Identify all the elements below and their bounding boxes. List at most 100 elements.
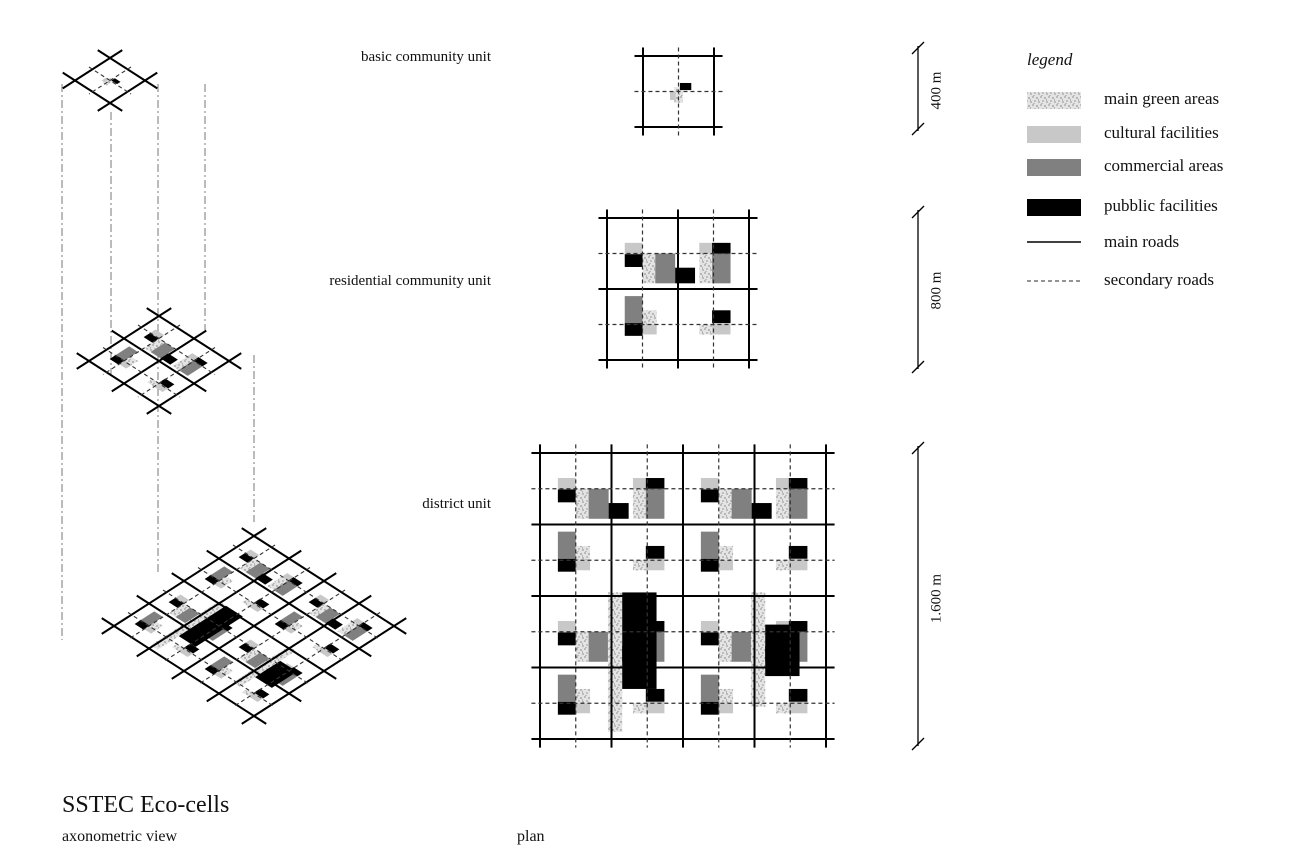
axo-commercial bbox=[115, 346, 138, 361]
axo-cultural bbox=[214, 671, 226, 679]
plan-green bbox=[699, 253, 713, 284]
plan-green bbox=[575, 488, 589, 519]
axo-cultural bbox=[314, 594, 330, 604]
axo-cultural bbox=[214, 581, 226, 589]
main-road bbox=[62, 49, 123, 90]
scale-tick bbox=[911, 41, 925, 55]
plan-public bbox=[700, 632, 719, 646]
axo-public bbox=[238, 553, 254, 563]
axo-green bbox=[144, 338, 166, 352]
secondary-road bbox=[232, 544, 381, 640]
axo-public bbox=[204, 574, 220, 585]
secondary-road bbox=[137, 324, 216, 375]
axo-district-unit bbox=[101, 527, 407, 725]
plan-cultural bbox=[575, 703, 591, 714]
plan-public bbox=[788, 478, 808, 489]
axo-cultural bbox=[284, 626, 296, 634]
axo-basic-unit bbox=[62, 49, 158, 112]
main-road bbox=[136, 594, 302, 703]
axo-cultural bbox=[119, 361, 131, 369]
plan-public bbox=[712, 242, 731, 254]
secondary-road bbox=[162, 589, 311, 685]
axo-public bbox=[238, 643, 254, 653]
plan-green bbox=[718, 688, 734, 704]
axo-green bbox=[233, 646, 296, 687]
plan-commercial bbox=[700, 674, 719, 702]
plan-public bbox=[622, 592, 657, 689]
axo-green bbox=[242, 689, 254, 697]
plan-green bbox=[775, 703, 789, 714]
plan-cultural bbox=[700, 621, 719, 633]
axo-cultural bbox=[187, 353, 199, 361]
plan-public bbox=[712, 310, 731, 324]
axonometric-caption: axonometric view bbox=[62, 828, 178, 845]
plan-commercial bbox=[557, 674, 576, 702]
axo-green bbox=[169, 603, 191, 617]
plan-commercial bbox=[588, 631, 609, 662]
axo-commercial bbox=[210, 656, 233, 671]
axo-cultural bbox=[149, 329, 165, 339]
plan-cultural bbox=[624, 242, 643, 255]
secondary-road bbox=[102, 324, 181, 375]
scale-tick bbox=[911, 360, 925, 374]
plan-public bbox=[700, 489, 719, 503]
plan-green bbox=[607, 592, 623, 732]
plan-green bbox=[632, 488, 646, 519]
plan-cultural bbox=[645, 701, 665, 714]
plan-caption: plan bbox=[517, 828, 545, 845]
plan-green bbox=[718, 631, 732, 662]
basic-unit-label: basic community unit bbox=[361, 49, 491, 65]
plan-public bbox=[788, 688, 808, 702]
plan-commercial bbox=[655, 253, 676, 284]
axo-cultural bbox=[153, 382, 169, 393]
axo-cultural bbox=[244, 639, 260, 649]
plan-public bbox=[700, 701, 719, 715]
axo-cultural bbox=[178, 647, 194, 658]
plan-green bbox=[575, 688, 591, 704]
legend-label: commercial areas bbox=[1104, 156, 1224, 175]
plan-cultural bbox=[669, 91, 676, 101]
axo-cultural bbox=[248, 602, 264, 613]
plan-basic-unit bbox=[634, 47, 723, 136]
axo-commercial bbox=[210, 566, 233, 581]
scale-tick bbox=[911, 122, 925, 136]
district-unit-label: district unit bbox=[422, 496, 491, 512]
plan-commercial bbox=[731, 631, 752, 662]
axo-public bbox=[204, 664, 220, 675]
secondary-road bbox=[232, 612, 381, 708]
plan-view bbox=[531, 47, 835, 748]
axo-green bbox=[239, 648, 261, 662]
axo-cultural bbox=[248, 692, 264, 703]
legend-swatches bbox=[1027, 92, 1081, 282]
plan-cultural bbox=[712, 323, 731, 335]
legend-swatch-public bbox=[1027, 199, 1081, 216]
legend-label: cultural facilities bbox=[1104, 123, 1219, 142]
plan-public bbox=[675, 267, 696, 284]
plan-commercial bbox=[588, 488, 609, 519]
axo-commercial bbox=[245, 652, 271, 669]
plan-green bbox=[718, 488, 732, 519]
secondary-road bbox=[197, 567, 346, 663]
page-title: SSTEC Eco-cells bbox=[62, 792, 230, 818]
axo-green bbox=[242, 599, 254, 607]
plan-commercial bbox=[700, 531, 719, 559]
dimension-basic: 400 m bbox=[928, 71, 945, 110]
plan-public bbox=[700, 558, 719, 572]
plan-green bbox=[642, 310, 657, 325]
secondary-road bbox=[88, 66, 132, 95]
plan-public bbox=[751, 503, 772, 519]
plan-green bbox=[718, 545, 734, 561]
axo-public bbox=[168, 598, 184, 608]
plan-cultural bbox=[557, 621, 576, 633]
axo-green bbox=[337, 621, 359, 635]
plan-green bbox=[632, 560, 646, 571]
secondary-road bbox=[127, 544, 276, 640]
axo-public bbox=[184, 643, 200, 654]
plan-green bbox=[575, 631, 589, 662]
plan-cultural bbox=[788, 558, 808, 571]
axo-public bbox=[111, 78, 121, 85]
plan-public bbox=[624, 323, 643, 336]
plan-public bbox=[557, 701, 576, 715]
plan-public bbox=[645, 688, 665, 702]
main-road bbox=[76, 352, 172, 415]
